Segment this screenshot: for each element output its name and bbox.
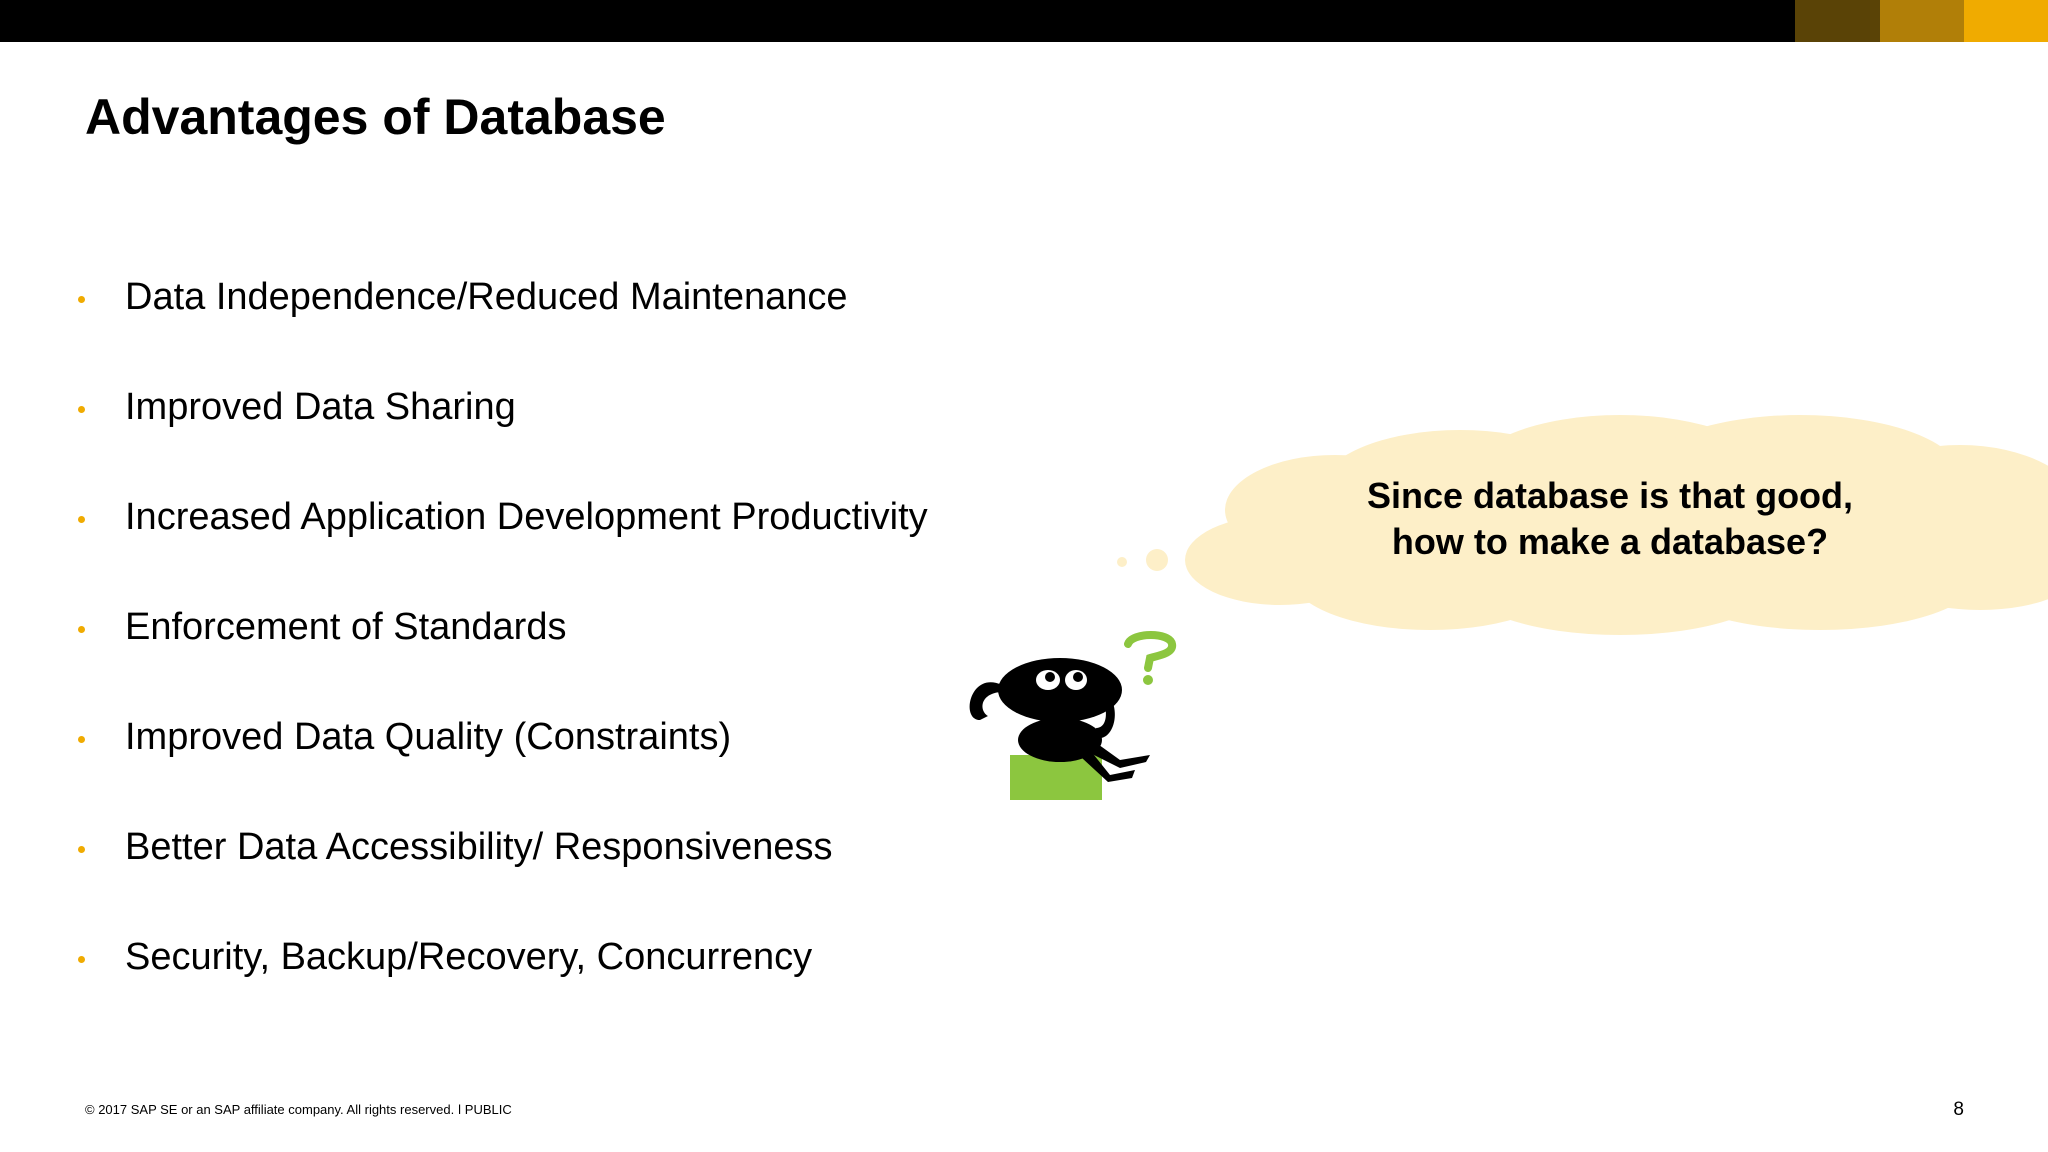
- thought-line-1: Since database is that good,: [1366, 475, 1854, 516]
- thought-dot: [1146, 549, 1168, 571]
- thought-cloud: [1117, 415, 2048, 635]
- footer-copyright: © 2017 SAP SE or an SAP affiliate compan…: [85, 1102, 512, 1117]
- brand-block-mid: [1880, 0, 1964, 42]
- thought-dot: [1117, 557, 1127, 567]
- figure-arm-right: [1096, 700, 1115, 739]
- bullet-dot: [78, 516, 85, 523]
- bullet-item: Increased Application Development Produc…: [72, 490, 928, 600]
- thought-line-2: how to make a database?: [1391, 521, 1829, 562]
- seat-block: [1010, 755, 1102, 800]
- bullet-text: Better Data Accessibility/ Responsivenes…: [125, 826, 833, 868]
- brand-block-light: [1964, 0, 2048, 42]
- question-mark-icon: [1124, 631, 1177, 672]
- figure-leg: [1088, 742, 1150, 768]
- figure-head: [998, 658, 1122, 722]
- cloud-puff: [1250, 445, 2030, 605]
- bullet-text: Security, Backup/Recovery, Concurrency: [125, 936, 813, 978]
- page-number: 8: [1953, 1099, 1964, 1120]
- bullet-dot: [78, 406, 85, 413]
- bullet-dot: [78, 626, 85, 633]
- bullet-dot: [78, 736, 85, 743]
- bullet-item: Improved Data Sharing: [72, 380, 928, 490]
- bullet-dot: [78, 296, 85, 303]
- bullet-item: Security, Backup/Recovery, Concurrency: [72, 930, 928, 1040]
- bullet-text: Improved Data Quality (Constraints): [125, 716, 732, 758]
- bullet-item: Data Independence/Reduced Maintenance: [72, 270, 928, 380]
- bullet-list: Data Independence/Reduced Maintenance Im…: [72, 270, 928, 1040]
- question-mark-dot: [1143, 675, 1153, 685]
- figure-pupil: [1045, 672, 1055, 682]
- slide-title: Advantages of Database: [85, 89, 666, 145]
- figure-leg: [1082, 750, 1135, 782]
- thinking-person-icon: [969, 631, 1177, 800]
- bullet-text: Data Independence/Reduced Maintenance: [125, 276, 848, 318]
- figure-arm-left: [969, 682, 1008, 720]
- top-brand-bar: [0, 0, 2048, 42]
- bullet-text: Improved Data Sharing: [125, 386, 516, 428]
- bullet-text: Increased Application Development Produc…: [125, 496, 928, 538]
- bullet-item: Enforcement of Standards: [72, 600, 928, 710]
- figure-body: [1018, 718, 1102, 762]
- bullet-dot: [78, 956, 85, 963]
- figure-pupil: [1073, 672, 1083, 682]
- thought-dot: [1186, 540, 1220, 574]
- bullet-text: Enforcement of Standards: [125, 606, 567, 648]
- thought-bubble-text: Since database is that good, how to make…: [1240, 473, 1980, 565]
- bullet-dot: [78, 846, 85, 853]
- bullet-item: Improved Data Quality (Constraints): [72, 710, 928, 820]
- brand-block-dark: [1795, 0, 1880, 42]
- bullet-item: Better Data Accessibility/ Responsivenes…: [72, 820, 928, 930]
